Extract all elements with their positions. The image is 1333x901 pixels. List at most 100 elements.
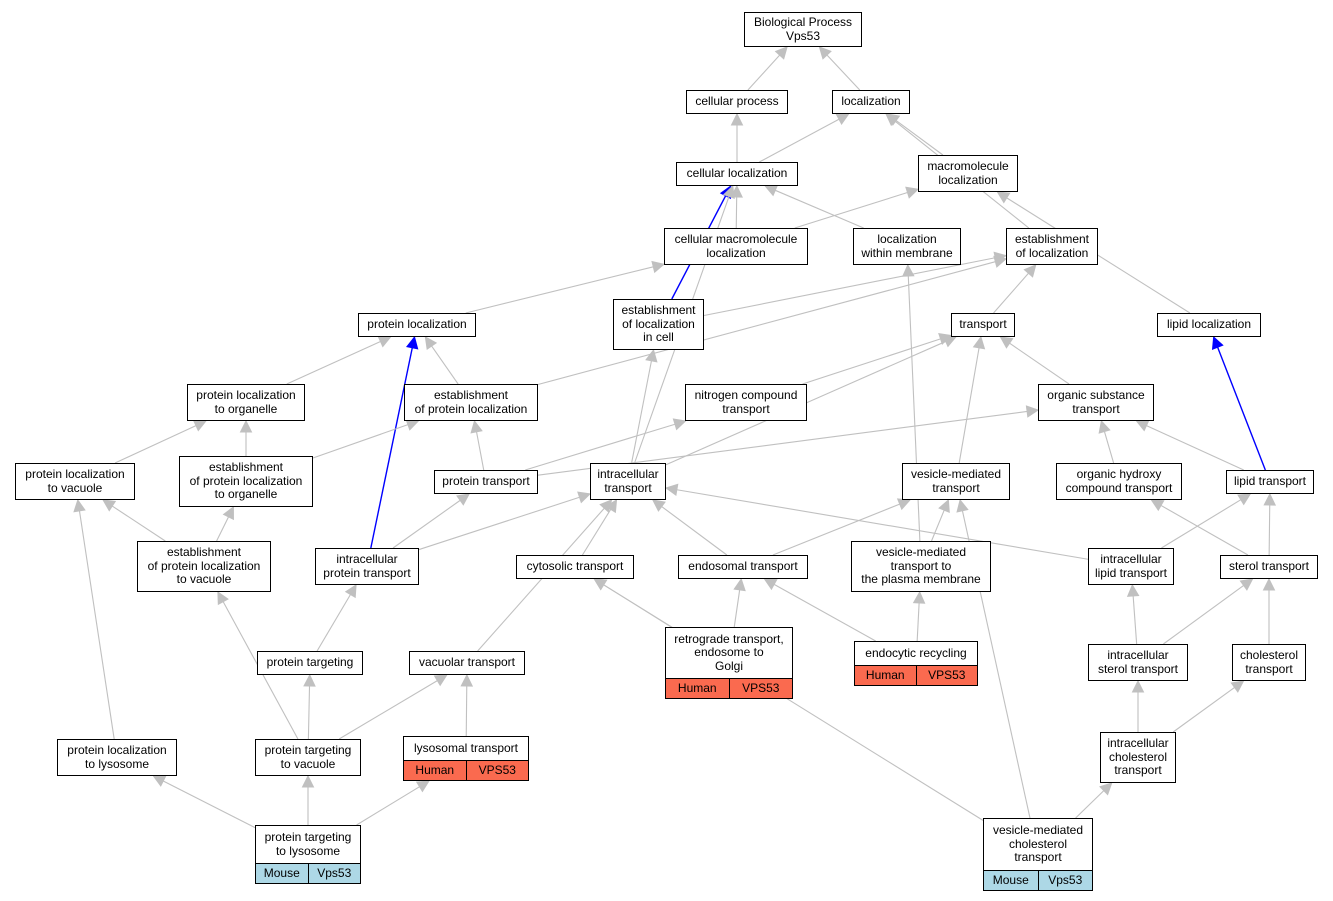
gene-label: VPS53: [915, 666, 978, 685]
edge-cml-to-mml: [794, 192, 908, 229]
term-node-ost[interactable]: organic substance transport: [1038, 384, 1154, 421]
arrowhead-er-to-et: [763, 578, 778, 591]
arrowhead-pl-to-cml: [651, 260, 666, 274]
edge-vmt-to-tr: [958, 347, 980, 464]
term-node-chol[interactable]: cholesterol transport: [1232, 644, 1306, 681]
term-node-bp[interactable]: Biological Process Vps53: [744, 12, 862, 47]
arrowhead-vmct-to-vmt: [956, 498, 969, 513]
term-node-tr[interactable]: transport: [951, 313, 1015, 337]
term-node-epl[interactable]: establishment of protein localization: [404, 384, 538, 421]
term-label: establishment of localization in cell: [621, 303, 696, 345]
term-label: establishment of localization: [1014, 232, 1090, 260]
term-node-ict[interactable]: intracellular cholesterol transport: [1100, 732, 1176, 783]
term-node-vt[interactable]: vacuolar transport: [409, 651, 525, 675]
edge-ist-to-ilt: [1132, 595, 1138, 645]
edge-tr-to-eol: [993, 272, 1029, 314]
term-label: protein localization to vacuole: [25, 467, 125, 495]
term-node-plo[interactable]: protein localization to organelle: [187, 384, 305, 421]
term-node-cml[interactable]: cellular macromolecule localization: [664, 228, 808, 265]
edge-plv-to-plo: [114, 425, 197, 464]
term-node-cl[interactable]: cellular localization: [676, 162, 798, 186]
edge-et-to-it: [661, 506, 728, 556]
arrowhead-pt-to-epl: [470, 419, 483, 434]
edge-vt-to-it: [477, 507, 605, 652]
arrowhead-rt-to-et: [733, 577, 746, 592]
term-label: vesicle-mediated transport to the plasma…: [861, 545, 981, 587]
term-label: establishment of protein localization to…: [147, 545, 261, 587]
term-node-ist[interactable]: intracellular sterol transport: [1088, 644, 1188, 681]
term-node-plv[interactable]: protein localization to vacuole: [15, 463, 135, 500]
arrowhead-pll-to-plv: [73, 498, 86, 513]
term-node-ipt[interactable]: intracellular protein transport: [315, 548, 419, 585]
term-node-ohct[interactable]: organic hydroxy compound transport: [1056, 463, 1182, 500]
term-node-pll[interactable]: protein localization to lysosome: [57, 739, 177, 776]
term-label: protein localization: [367, 317, 467, 332]
term-node-cp[interactable]: cellular process: [686, 90, 788, 114]
edge-ipt-to-it: [418, 496, 580, 551]
arrowhead-er-to-vmtpm: [912, 590, 926, 604]
arrowhead-ict-to-chol: [1230, 680, 1245, 693]
edge-rt-to-et: [733, 589, 741, 628]
term-node-vmt[interactable]: vesicle-mediated transport: [902, 463, 1010, 500]
term-node-pl[interactable]: protein localization: [358, 313, 476, 337]
term-node-ptg[interactable]: protein targeting: [257, 651, 363, 675]
term-node-ilt[interactable]: intracellular lipid transport: [1088, 548, 1174, 585]
arrowhead-st-to-ohct: [1150, 499, 1165, 512]
species-label: Mouse: [992, 872, 1029, 887]
term-label: protein targeting to lysosome: [264, 830, 352, 858]
arrowhead-loc-to-bp: [818, 46, 832, 60]
term-node-mml[interactable]: macromolecule localization: [918, 155, 1018, 192]
term-label: localization within membrane: [861, 232, 953, 260]
term-label: lipid localization: [1166, 317, 1252, 332]
term-node-eolc[interactable]: establishment of localization in cell: [613, 299, 704, 350]
term-node-lt[interactable]: lipid transport: [1226, 470, 1314, 494]
term-node-lwm[interactable]: localization within membrane: [853, 228, 961, 265]
arrowhead-eplo-to-epl: [405, 418, 420, 431]
edge-er-to-vmtpm: [916, 602, 920, 642]
edge-cp-to-bp: [747, 54, 781, 91]
term-label: cellular localization: [686, 166, 788, 181]
species-label: Human: [677, 680, 717, 695]
arrowhead-ptl-to-pll: [152, 775, 167, 787]
term-node-it[interactable]: intracellular transport: [590, 463, 666, 500]
arrowhead-ict-to-ist: [1131, 679, 1145, 693]
arrowhead-it-to-cl: [722, 184, 735, 199]
term-node-pt[interactable]: protein transport: [434, 470, 538, 494]
edge-ilt-to-it: [676, 489, 1089, 560]
term-node-ct[interactable]: cytosolic transport: [516, 555, 634, 579]
term-label: cytosolic transport: [526, 559, 624, 574]
term-node-et[interactable]: endosomal transport: [678, 555, 808, 579]
edge-mml-to-loc: [895, 120, 944, 156]
edge-plo-to-pl: [286, 341, 381, 385]
term-node-lipl[interactable]: lipid localization: [1157, 313, 1261, 337]
term-node-eplo[interactable]: establishment of protein localization to…: [179, 456, 313, 507]
arrowhead-chol-to-st: [1262, 577, 1276, 591]
term-node-vmtpm[interactable]: vesicle-mediated transport to the plasma…: [851, 541, 991, 592]
term-label: lipid transport: [1233, 474, 1307, 489]
term-node-nct[interactable]: nitrogen compound transport: [685, 384, 807, 421]
term-label: endocytic recycling: [865, 645, 967, 660]
edge-st-to-lt: [1268, 504, 1271, 556]
term-label: Biological Process Vps53: [753, 15, 853, 43]
term-node-ptv[interactable]: protein targeting to vacuole: [255, 739, 361, 776]
arrowhead-ohct-to-ost: [1098, 419, 1111, 434]
term-label: vesicle-mediated cholesterol transport: [992, 823, 1084, 865]
arrowhead-ipt-to-pl: [406, 335, 419, 350]
term-node-st[interactable]: sterol transport: [1220, 555, 1318, 579]
term-node-loc[interactable]: localization: [832, 90, 910, 114]
term-label: organic substance transport: [1047, 388, 1145, 416]
term-node-eplv[interactable]: establishment of protein localization to…: [137, 541, 271, 592]
edge-loc-to-bp: [826, 54, 861, 91]
arrowhead-lyt-to-vt: [460, 673, 474, 687]
arrowhead-it-to-eolc: [645, 348, 658, 363]
term-node-eol[interactable]: establishment of localization: [1006, 228, 1098, 265]
